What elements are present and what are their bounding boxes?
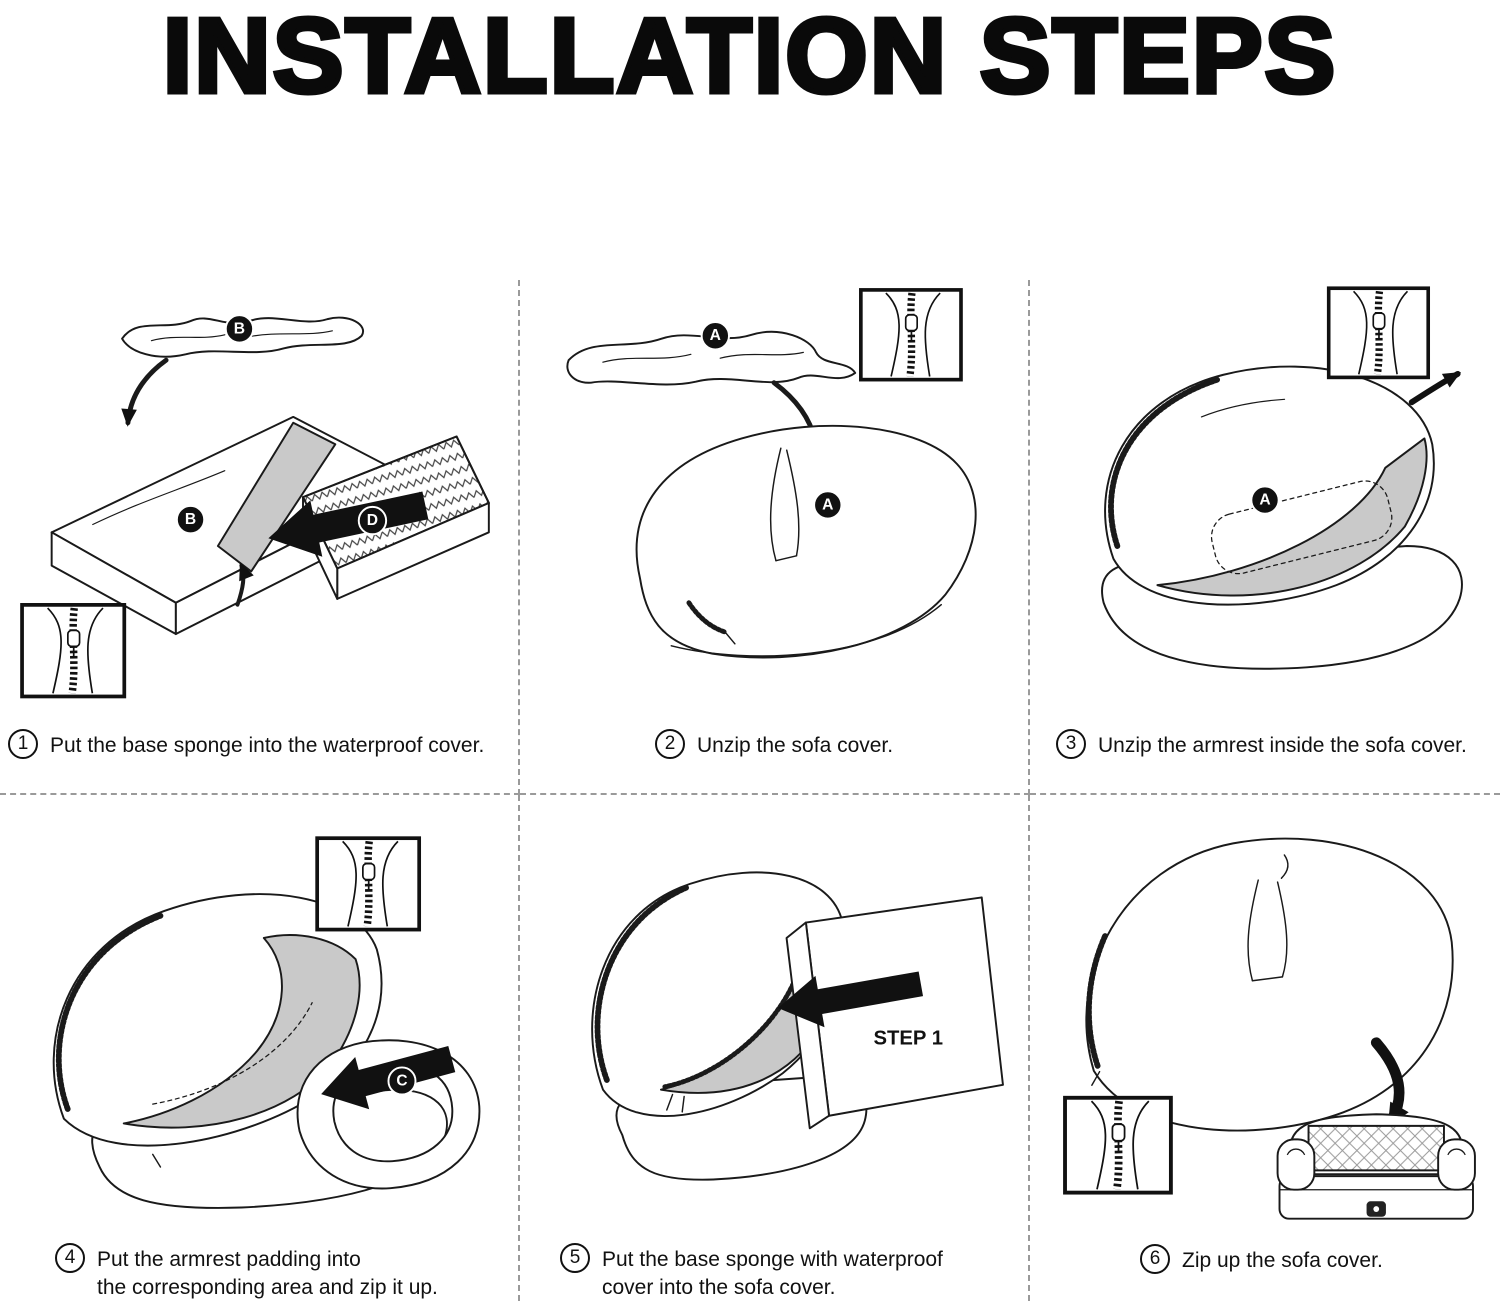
zipper-detail-inset <box>22 605 124 697</box>
step-2-number: 2 <box>655 729 685 759</box>
svg-text:A: A <box>1259 492 1270 509</box>
step-1-number: 1 <box>8 729 38 759</box>
label-b-cover-badge: B <box>175 504 206 535</box>
step-2-caption-text: Unzip the sofa cover. <box>697 734 894 757</box>
insert-arrow-icon <box>268 491 429 557</box>
armrest-padding-drawing <box>52 893 481 1209</box>
step-3-number: 3 <box>1056 729 1086 759</box>
step-1-panel: B B D 1 Put the base sponge into the wat… <box>0 280 520 795</box>
step-5-panel: STEP 1 5 Put the base sponge with waterp… <box>520 795 1030 1301</box>
label-b-piece-badge: B <box>224 314 255 344</box>
step-3-illustration: A <box>1101 280 1463 670</box>
svg-text:B: B <box>234 320 245 337</box>
zip-up-cover-drawing <box>1085 837 1454 1132</box>
zipper-detail-inset <box>861 290 961 380</box>
step-3-panel: A 3 Unzip the armrest inside the sofa co… <box>1030 280 1500 795</box>
step-6-caption: 6 Zip up the sofa cover. <box>1030 1240 1500 1274</box>
sofa-cover-drawing <box>566 330 977 659</box>
step-6-panel: 6 Zip up the sofa cover. <box>1030 795 1500 1301</box>
finished-sofa-drawing <box>1276 1113 1476 1220</box>
zipper-edge <box>1086 932 1109 1069</box>
zipper-edge <box>686 600 728 635</box>
step-2-panel: A A 2 Unzip the sofa cover. <box>520 280 1030 795</box>
step-4-caption: 4 Put the armrest padding into the corre… <box>0 1239 518 1301</box>
label-a-piece-badge: A <box>700 321 730 351</box>
step-3-caption-text: Unzip the armrest inside the sofa cover. <box>1098 734 1467 757</box>
svg-text:A: A <box>710 327 721 344</box>
step-2-illustration: A A <box>566 280 977 659</box>
step-1-caption-text: Put the base sponge into the waterproof … <box>50 734 485 757</box>
zipper-edge <box>594 884 689 1083</box>
zipper-detail-inset <box>1065 1098 1171 1193</box>
label-a-armrest-badge: A <box>1250 485 1280 515</box>
drop-arrow-icon <box>121 357 169 427</box>
step-3-caption: 3 Unzip the armrest inside the sofa cove… <box>1030 725 1500 759</box>
step-1-illustration: B B D <box>0 314 490 725</box>
insert-arrow-icon <box>777 971 924 1028</box>
svg-text:A: A <box>822 496 833 513</box>
zipper-detail-inset <box>317 838 419 929</box>
zipper-detail-inset <box>1329 288 1429 377</box>
step-4-caption-line2: the corresponding area and zip it up. <box>97 1275 438 1299</box>
svg-text:C: C <box>396 1072 407 1089</box>
step-5-number: 5 <box>560 1243 590 1274</box>
header: INSTALLATION STEPS <box>0 0 1500 280</box>
svg-text:D: D <box>367 512 378 529</box>
label-d-arrow-badge: D <box>357 505 388 536</box>
step-1-caption: 1 Put the base sponge into the waterproo… <box>0 725 518 759</box>
step-6-number: 6 <box>1140 1244 1170 1274</box>
open-arrow-icon <box>1408 370 1462 406</box>
waterproof-cover-drawing <box>50 316 490 636</box>
step-6-caption-text: Zip up the sofa cover. <box>1182 1249 1383 1272</box>
zipper-edge <box>1108 376 1221 549</box>
step-6-illustration <box>1030 837 1476 1220</box>
step-5-caption-line1: Put the base sponge with waterproof <box>602 1248 943 1272</box>
step-4-illustration: C <box>52 795 481 1209</box>
step-4-caption-line1: Put the armrest padding into <box>97 1248 361 1272</box>
sponge-insert-drawing <box>591 871 1004 1181</box>
step-4-panel: C 4 Put the armrest padding into the cor… <box>0 795 520 1301</box>
step-2-caption: 2 Unzip the sofa cover. <box>520 725 1028 759</box>
label-c-arrow-badge: C <box>387 1066 417 1096</box>
step-5-caption: 5 Put the base sponge with waterproof co… <box>520 1239 1028 1301</box>
label-a-cover-badge: A <box>813 490 843 520</box>
step-5-caption-line2: cover into the sofa cover. <box>602 1275 836 1299</box>
svg-text:B: B <box>185 511 196 528</box>
tuck-arrow-icon <box>235 561 254 607</box>
page-title: INSTALLATION STEPS <box>160 0 1338 115</box>
steps-grid: B B D 1 Put the base sponge into the wat… <box>0 280 1500 1301</box>
step-reference-label: STEP 1 <box>874 1027 943 1049</box>
step-5-illustration: STEP 1 <box>591 871 1004 1181</box>
step-4-number: 4 <box>55 1243 85 1274</box>
armrest-unzip-drawing <box>1101 365 1463 670</box>
zipper-edge <box>55 912 164 1112</box>
